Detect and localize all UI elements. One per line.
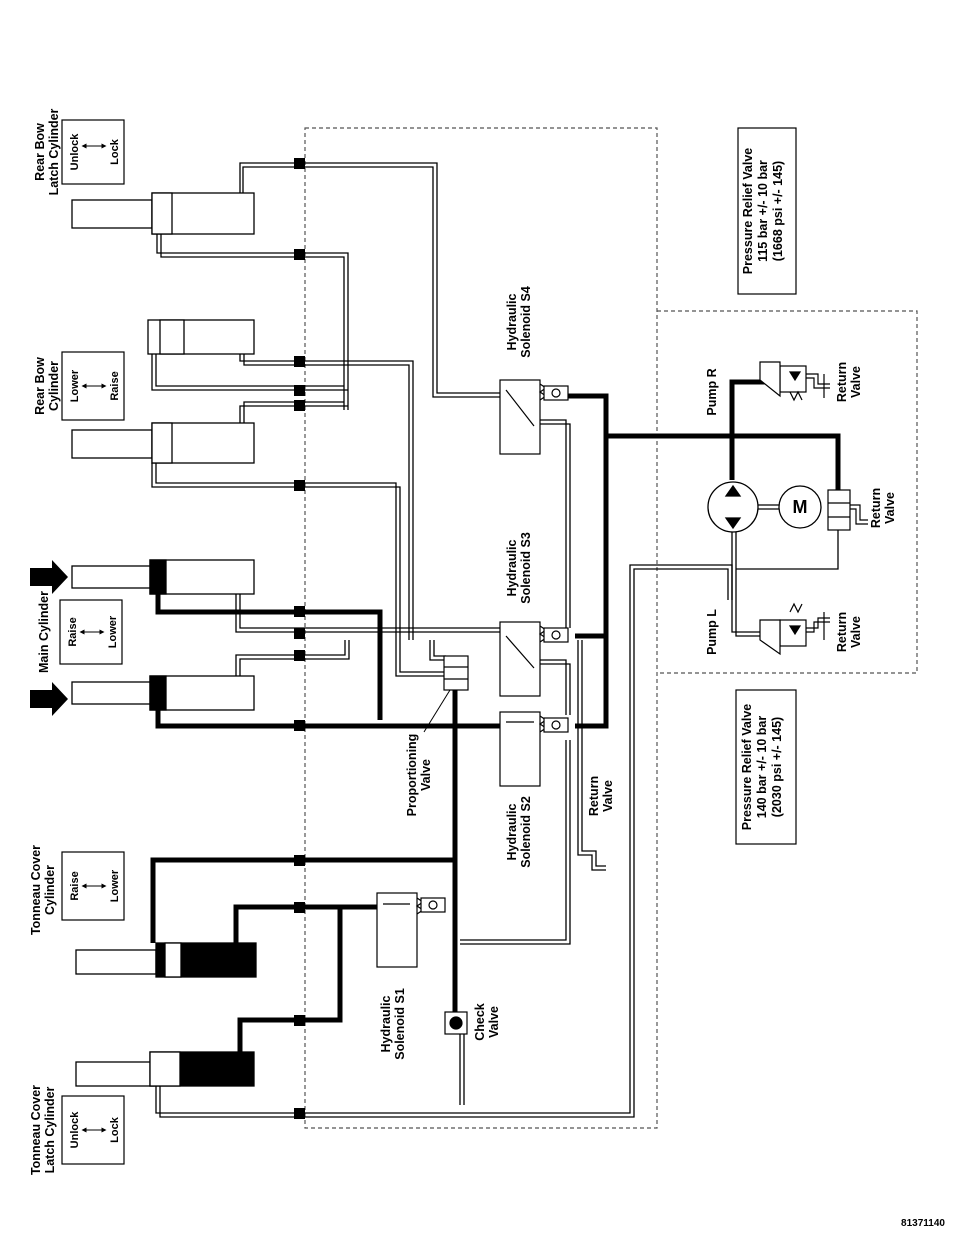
figure-number: 81371140 <box>901 1218 945 1229</box>
main-dir-1: Raise <box>67 617 79 646</box>
relief-lower-1: Pressure Relief Valve <box>740 704 754 831</box>
s4-label-1: Hydraulic <box>505 293 519 350</box>
thin-lines <box>151 162 839 1118</box>
pump-symbol <box>707 481 759 533</box>
relief-lower-2: 140 bar +/- 10 bar <box>755 716 769 819</box>
rear-bow-title-2: Cylinder <box>47 361 61 411</box>
relief-valve-r-symbol <box>759 361 830 402</box>
relief-upper-1: Pressure Relief Valve <box>741 148 755 275</box>
solenoid-s1-symbol <box>376 892 446 968</box>
return-center-label-1: Return <box>587 776 601 816</box>
s1-label-1: Hydraulic <box>379 995 393 1052</box>
s1-label-2: Solenoid S1 <box>393 988 407 1060</box>
s3-label-2: Solenoid S3 <box>519 532 533 604</box>
relief-valve-l-symbol <box>759 602 830 656</box>
solenoid-s4-symbol <box>499 379 569 455</box>
return-motor-label-1: Return <box>869 488 883 528</box>
return-r-label-1: Return <box>835 362 849 402</box>
rear-bow-latch-title-1: Rear Bow <box>33 123 47 181</box>
s2-label-2: Solenoid S2 <box>519 796 533 868</box>
solenoid-s3-symbol <box>499 621 569 697</box>
return-symbol-center <box>577 845 606 871</box>
tonneau-title-1: Tonneau Cover <box>29 845 43 935</box>
rear-bow-latch-title-2: Latch Cylinder <box>47 108 61 195</box>
connector-blocks <box>294 158 305 1119</box>
cylinder-bodies <box>71 192 257 1087</box>
return-r-label-2: Valve <box>849 366 863 398</box>
s2-label-1: Hydraulic <box>505 803 519 860</box>
proportioning-valve-symbol <box>423 655 469 733</box>
tonneau-dir-2: Lower <box>109 869 121 902</box>
main-cylinder-title: Main Cylinder <box>37 591 51 673</box>
tonneau-dir-1: Raise <box>69 871 81 900</box>
s3-label-1: Hydraulic <box>505 539 519 596</box>
relief-upper-3: (1668 psi +/- 145) <box>771 161 785 261</box>
check-valve-symbol <box>444 1011 468 1035</box>
rear-bow-dir-2: Raise <box>109 371 121 400</box>
pump-l-label: Pump L <box>705 609 719 655</box>
main-dir-2: Lower <box>107 615 119 648</box>
relief-upper-2: 115 bar +/- 10 bar <box>756 160 770 262</box>
tonneau-title-2: Cylinder <box>43 865 57 915</box>
check-label-1: Check <box>473 1003 487 1041</box>
return-motor-label-2: Valve <box>883 492 897 524</box>
rear-bow-dir-1: Lower <box>69 369 81 402</box>
s4-label-2: Solenoid S4 <box>519 286 533 358</box>
direction-arrows <box>79 143 107 1133</box>
return-l-label-1: Return <box>835 612 849 652</box>
rear-bow-title-1: Rear Bow <box>33 357 47 415</box>
proportioning-label-1: Proportioning <box>405 734 419 817</box>
relief-lower-3: (2030 psi +/- 145) <box>770 717 784 817</box>
motor-symbol <box>778 485 822 529</box>
rear-bow-latch-dir-2: Lock <box>109 138 121 165</box>
return-center-label-2: Valve <box>601 780 615 812</box>
force-arrows <box>30 560 68 716</box>
thick-lines <box>150 379 841 1052</box>
relief-label-boxes <box>735 127 797 845</box>
tonneau-latch-dir-2: Lock <box>109 1116 121 1143</box>
direction-boxes <box>59 119 125 1165</box>
return-valve-right-symbol <box>827 489 868 531</box>
pump-r-label: Pump R <box>705 368 719 415</box>
boundary-lines <box>304 127 918 1129</box>
solenoid-s2-symbol <box>499 711 569 787</box>
return-l-label-2: Valve <box>849 616 863 648</box>
motor-label: M <box>793 497 808 517</box>
check-label-2: Valve <box>487 1006 501 1038</box>
tonneau-latch-dir-1: Unlock <box>69 1111 81 1149</box>
tonneau-latch-title-1: Tonneau Cover <box>29 1085 43 1175</box>
proportioning-label-2: Valve <box>419 759 433 791</box>
tonneau-latch-title-2: Latch Cylinder <box>43 1086 57 1173</box>
rear-bow-latch-dir-1: Unlock <box>69 133 81 171</box>
